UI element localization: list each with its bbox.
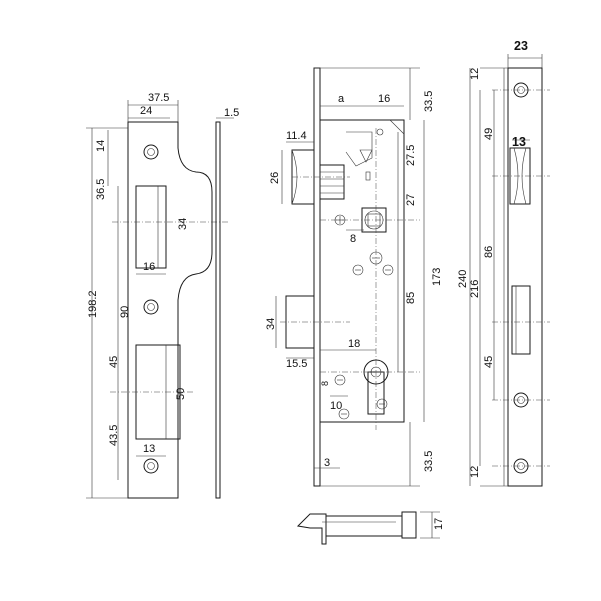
dim-lock-a: a [338,93,345,105]
dim-lock-16: 16 [378,93,390,105]
dim-lock-latch-offset: 11.4 [286,130,307,142]
dim-lock-bottom-margin: 33.5 [423,451,435,472]
faceplate-bolt-opening [511,285,531,355]
dim-strike-lower-slot-height: 50 [175,388,187,400]
dim-lock-top-margin: 33.5 [423,91,435,112]
deadbolt-profile [296,513,327,545]
dim-strike-upper-slot-width: 16 [143,261,155,273]
lock-faceplate-edge [313,67,321,487]
strike-plate-outline [127,121,213,499]
strike-plate-view: 37.5 24 198.2 14 36.5 90 45 43.5 34 16 5… [86,92,239,499]
dim-faceplate-45: 45 [483,356,495,368]
dim-strike-lower-slot-width: 13 [143,443,155,455]
dim-faceplate-216: 216 [469,280,481,298]
latch-bolt [291,149,315,205]
dim-lock-85: 85 [405,292,417,304]
dim-faceplate-86: 86 [483,246,495,258]
lock-body-view: a 16 33.5 11.4 26 27.5 27 8 85 173 34 15… [265,67,443,487]
dim-lock-small-8: 8 [320,381,330,386]
dim-lock-27: 27 [405,194,417,206]
dim-faceplate-width: 23 [514,39,528,53]
dim-faceplate-49: 49 [483,128,495,140]
dim-strike-lower-offset: 43.5 [108,425,120,446]
screw-hole-middle [143,299,159,315]
dim-lock-3: 3 [324,457,330,469]
upper-latch-slot [135,185,167,269]
latch-body [319,164,345,200]
dim-faceplate-bottom-12: 12 [469,466,481,478]
dim-lock-18: 18 [348,338,360,350]
dim-faceplate-240: 240 [457,270,469,288]
dim-strike-mid-span: 90 [119,306,131,318]
dim-strike-thickness: 1.5 [224,107,239,119]
dim-lock-173: 173 [431,268,443,286]
faceplate-outline [507,67,543,487]
dim-lock-10: 10 [330,400,342,412]
dim-strike-overall-height: 198.2 [87,290,99,318]
dim-faceplate-top-12: 12 [469,68,481,80]
dim-strike-upper-offset: 36.5 [95,179,107,200]
lock-case [319,119,405,423]
dim-lock-27-5: 27.5 [405,145,417,166]
dim-lock-latch-height: 26 [269,172,281,184]
dim-strike-upper-slot-height: 34 [177,218,189,230]
dim-lock-15-5: 15.5 [286,358,307,370]
dim-strike-mid-offset: 45 [108,356,120,368]
screw-hole-bottom [143,458,159,474]
dim-faceplate-13: 13 [512,135,526,149]
strike-plate-side-view [215,121,221,499]
deadbolt-side-view: 17 [296,511,445,545]
screw-hole-top [143,144,159,160]
dim-strike-width-total: 37.5 [148,92,169,104]
dim-lock-8: 8 [350,233,356,245]
dim-lock-deadbolt-height: 34 [265,318,277,330]
faceplate-view: 23 13 240 12 216 12 49 86 45 [457,39,550,487]
dim-strike-top-margin: 14 [95,140,107,152]
dim-deadbolt-17: 17 [433,518,445,530]
dim-strike-width-plate: 24 [140,105,152,117]
